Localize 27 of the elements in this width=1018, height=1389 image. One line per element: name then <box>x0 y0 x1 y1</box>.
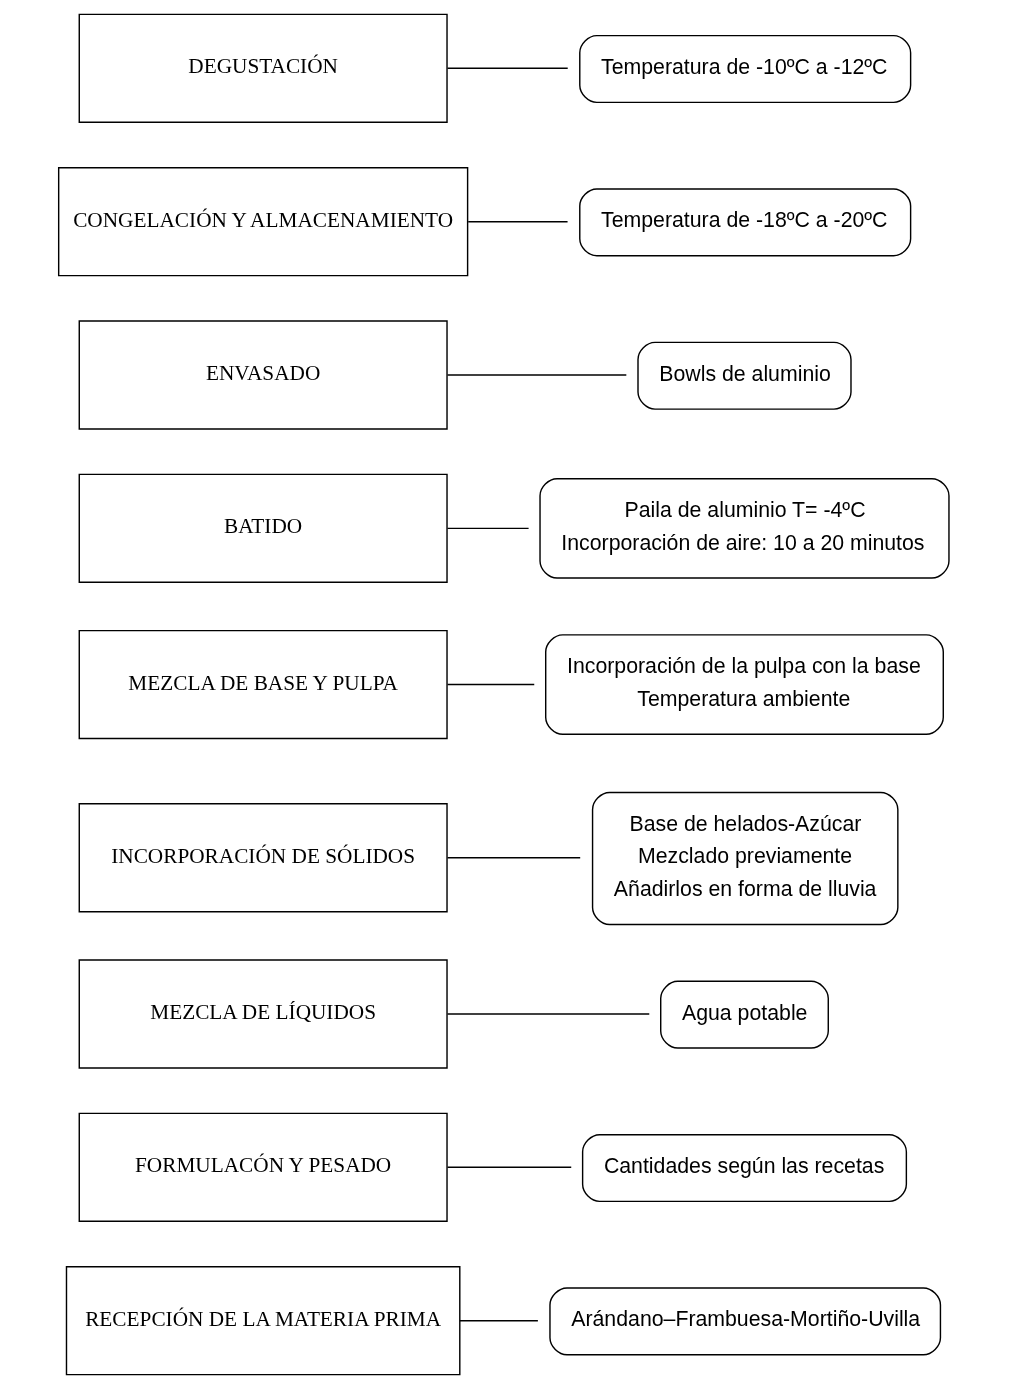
node-box: FORMULACÓN Y PESADO <box>78 1112 448 1222</box>
connector <box>467 220 568 223</box>
node-box: Incorporación de la pulpa con la base Temperatura ambiente <box>544 634 944 735</box>
connector <box>446 1166 572 1169</box>
node-box: Cantidades según las recetas <box>581 1133 907 1203</box>
node-box: CONGELACIÓN Y ALMACENAMIENTO <box>57 167 468 277</box>
connector <box>446 1013 650 1015</box>
connector <box>446 67 568 70</box>
node-box: MEZCLA DE LÍQUIDOS <box>78 959 448 1069</box>
node-box: Paila de aluminio T= -4ºC Incorporación de aire: 10 a 20 minutos <box>538 477 950 579</box>
node-box: INCORPORACIÓN DE SÓLIDOS <box>78 803 448 913</box>
node-box: Temperatura de -10ºC a -12ºC <box>578 34 911 104</box>
node-box: Agua potable <box>659 980 829 1049</box>
node-box: MEZCLA DE BASE Y PULPA <box>78 629 448 740</box>
node-box: Temperatura de -18ºC a -20ºC <box>578 188 911 257</box>
connector <box>446 527 529 530</box>
node-box: Arándano–Frambuesa-Mortiño-Uvilla <box>548 1287 941 1356</box>
connector <box>446 857 581 859</box>
node-box: DEGUSTACIÓN <box>78 13 448 123</box>
node-box: Bowls de aluminio <box>636 341 852 410</box>
connector <box>458 1319 539 1322</box>
node-box: RECEPCIÓN DE LA MATERIA PRIMA <box>65 1266 460 1376</box>
node-box: Base de helados-Azúcar Mezclado previamente Añadirlos en forma de lluvia <box>591 791 899 926</box>
connector <box>446 374 627 376</box>
connector <box>446 683 535 686</box>
node-box: ENVASADO <box>78 320 448 430</box>
node-box: BATIDO <box>78 473 448 584</box>
